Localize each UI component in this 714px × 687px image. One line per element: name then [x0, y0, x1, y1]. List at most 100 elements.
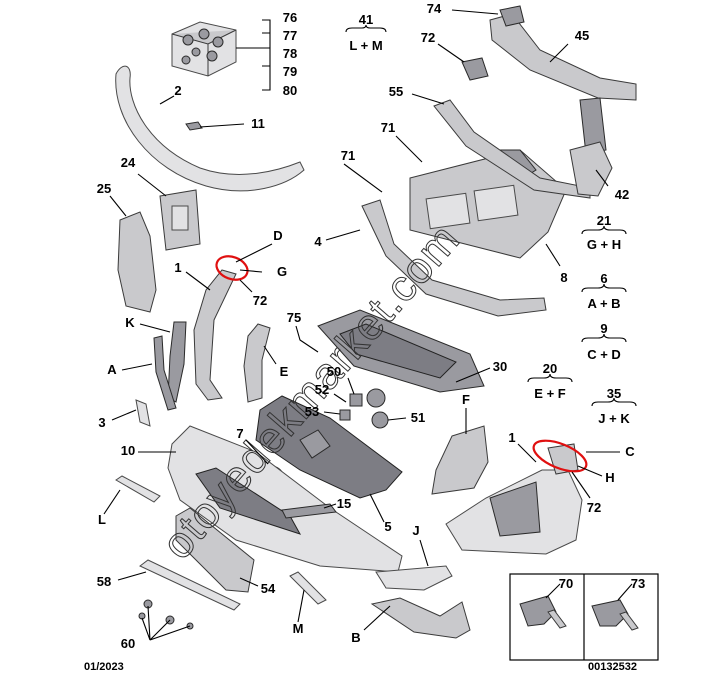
callout-M: M — [293, 621, 304, 636]
callout-L: L — [98, 512, 106, 527]
callout-30: 30 — [493, 359, 507, 374]
fastener-inset — [509, 573, 659, 661]
kit-21: 21 G + H — [581, 213, 627, 252]
strip-l — [115, 475, 161, 503]
callout-8: 8 — [560, 270, 567, 285]
callout-80: 80 — [283, 83, 297, 98]
callout-75: 75 — [287, 310, 301, 325]
kit-41-number: 41 — [359, 12, 373, 27]
callout-51: 51 — [411, 410, 425, 425]
bracket-74 — [499, 5, 525, 27]
bolt-73 — [591, 599, 639, 631]
emblem — [185, 121, 203, 131]
clip-box-assembly — [171, 21, 237, 77]
callout-A: A — [107, 362, 117, 377]
main-grille — [255, 395, 403, 499]
lower-grille-frame — [317, 309, 485, 393]
callout-H: H — [605, 470, 614, 485]
callout-78: 78 — [283, 46, 297, 61]
callout-F: F — [462, 392, 470, 407]
cover-j — [375, 565, 453, 591]
bolt-70 — [519, 595, 567, 629]
callout-42: 42 — [615, 187, 629, 202]
leader-lines — [103, 9, 633, 641]
kit-21-letters: G + H — [587, 237, 621, 252]
callout-15: 15 — [337, 496, 351, 511]
callout-D: D — [273, 228, 282, 243]
strip-m — [289, 571, 327, 605]
callout-1-right: 1 — [508, 430, 515, 445]
callout-E: E — [280, 364, 289, 379]
footer-ref: 00132532 — [588, 661, 637, 673]
callout-5: 5 — [384, 519, 391, 534]
fasteners-60 — [138, 599, 194, 630]
callout-4: 4 — [314, 234, 322, 249]
kit-41-letters: L + M — [349, 38, 382, 53]
callout-50: 50 — [327, 364, 341, 379]
kit-9-letters: C + D — [587, 347, 621, 362]
cover-b — [370, 597, 471, 639]
callout-73: 73 — [631, 576, 645, 591]
kit-20-number: 20 — [543, 361, 557, 376]
callout-58: 58 — [97, 574, 111, 589]
highlight-circle-left — [215, 255, 249, 281]
callout-72-top: 72 — [421, 30, 435, 45]
callout-24: 24 — [121, 155, 136, 170]
bracket-72-upper — [461, 57, 489, 81]
kit-35-number: 35 — [607, 386, 621, 401]
sensor-bracket — [159, 189, 201, 251]
highlight-circle-right — [532, 439, 588, 473]
side-absorber — [117, 211, 157, 313]
callout-52: 52 — [315, 382, 329, 397]
callout-3: 3 — [98, 415, 105, 430]
impact-beam — [489, 13, 637, 155]
bumper-cover — [167, 425, 403, 573]
upper-trim-strip — [115, 65, 305, 192]
callout-72-right: 72 — [587, 500, 601, 515]
footer-date: 01/2023 — [84, 661, 124, 673]
callout-72-left: 72 — [253, 293, 267, 308]
trim-k — [167, 321, 187, 403]
kit-6-number: 6 — [600, 271, 607, 286]
strip-58 — [139, 559, 241, 611]
kit-21-number: 21 — [597, 213, 611, 228]
kit-20: 20 E + F — [527, 361, 573, 401]
callout-60: 60 — [121, 636, 135, 651]
kit-6-letters: A + B — [587, 296, 620, 311]
callout-55: 55 — [389, 84, 403, 99]
clip-3 — [135, 399, 151, 427]
callout-74: 74 — [427, 1, 442, 16]
kit-41: 41 L + M — [345, 12, 387, 53]
bracket-f — [431, 425, 489, 495]
callout-2: 2 — [174, 83, 181, 98]
kit-35: 35 J + K — [591, 386, 637, 426]
callout-77: 77 — [283, 28, 297, 43]
side-bracket-left — [193, 269, 237, 401]
callout-K: K — [125, 315, 135, 330]
upper-support — [361, 199, 547, 317]
callout-53: 53 — [305, 404, 319, 419]
callout-71-b: 71 — [381, 120, 395, 135]
kit-9-number: 9 — [600, 321, 607, 336]
trim-a — [153, 335, 177, 411]
callout-71-a: 71 — [341, 148, 355, 163]
callout-76: 76 — [283, 10, 297, 25]
callout-labels: 76 77 78 79 80 2 11 24 25 D G 72 1 K A 3… — [97, 1, 645, 651]
kit-groups: 41 L + M 21 G + H 6 A + B 9 C + D 20 E +… — [345, 12, 637, 426]
kit-20-letters: E + F — [534, 386, 565, 401]
callout-25: 25 — [97, 181, 111, 196]
sensors — [339, 388, 389, 429]
lower-trim-strip — [281, 503, 337, 519]
callout-C: C — [625, 444, 635, 459]
lower-panel — [175, 507, 255, 593]
kit-9: 9 C + D — [581, 321, 627, 362]
kit-6: 6 A + B — [581, 271, 627, 311]
kit-35-letters: J + K — [598, 411, 630, 426]
callout-7: 7 — [236, 426, 243, 441]
callout-1-left: 1 — [174, 260, 181, 275]
callout-J: J — [412, 523, 419, 538]
callout-11: 11 — [251, 116, 265, 131]
callout-79: 79 — [283, 64, 297, 79]
callout-B: B — [351, 630, 360, 645]
